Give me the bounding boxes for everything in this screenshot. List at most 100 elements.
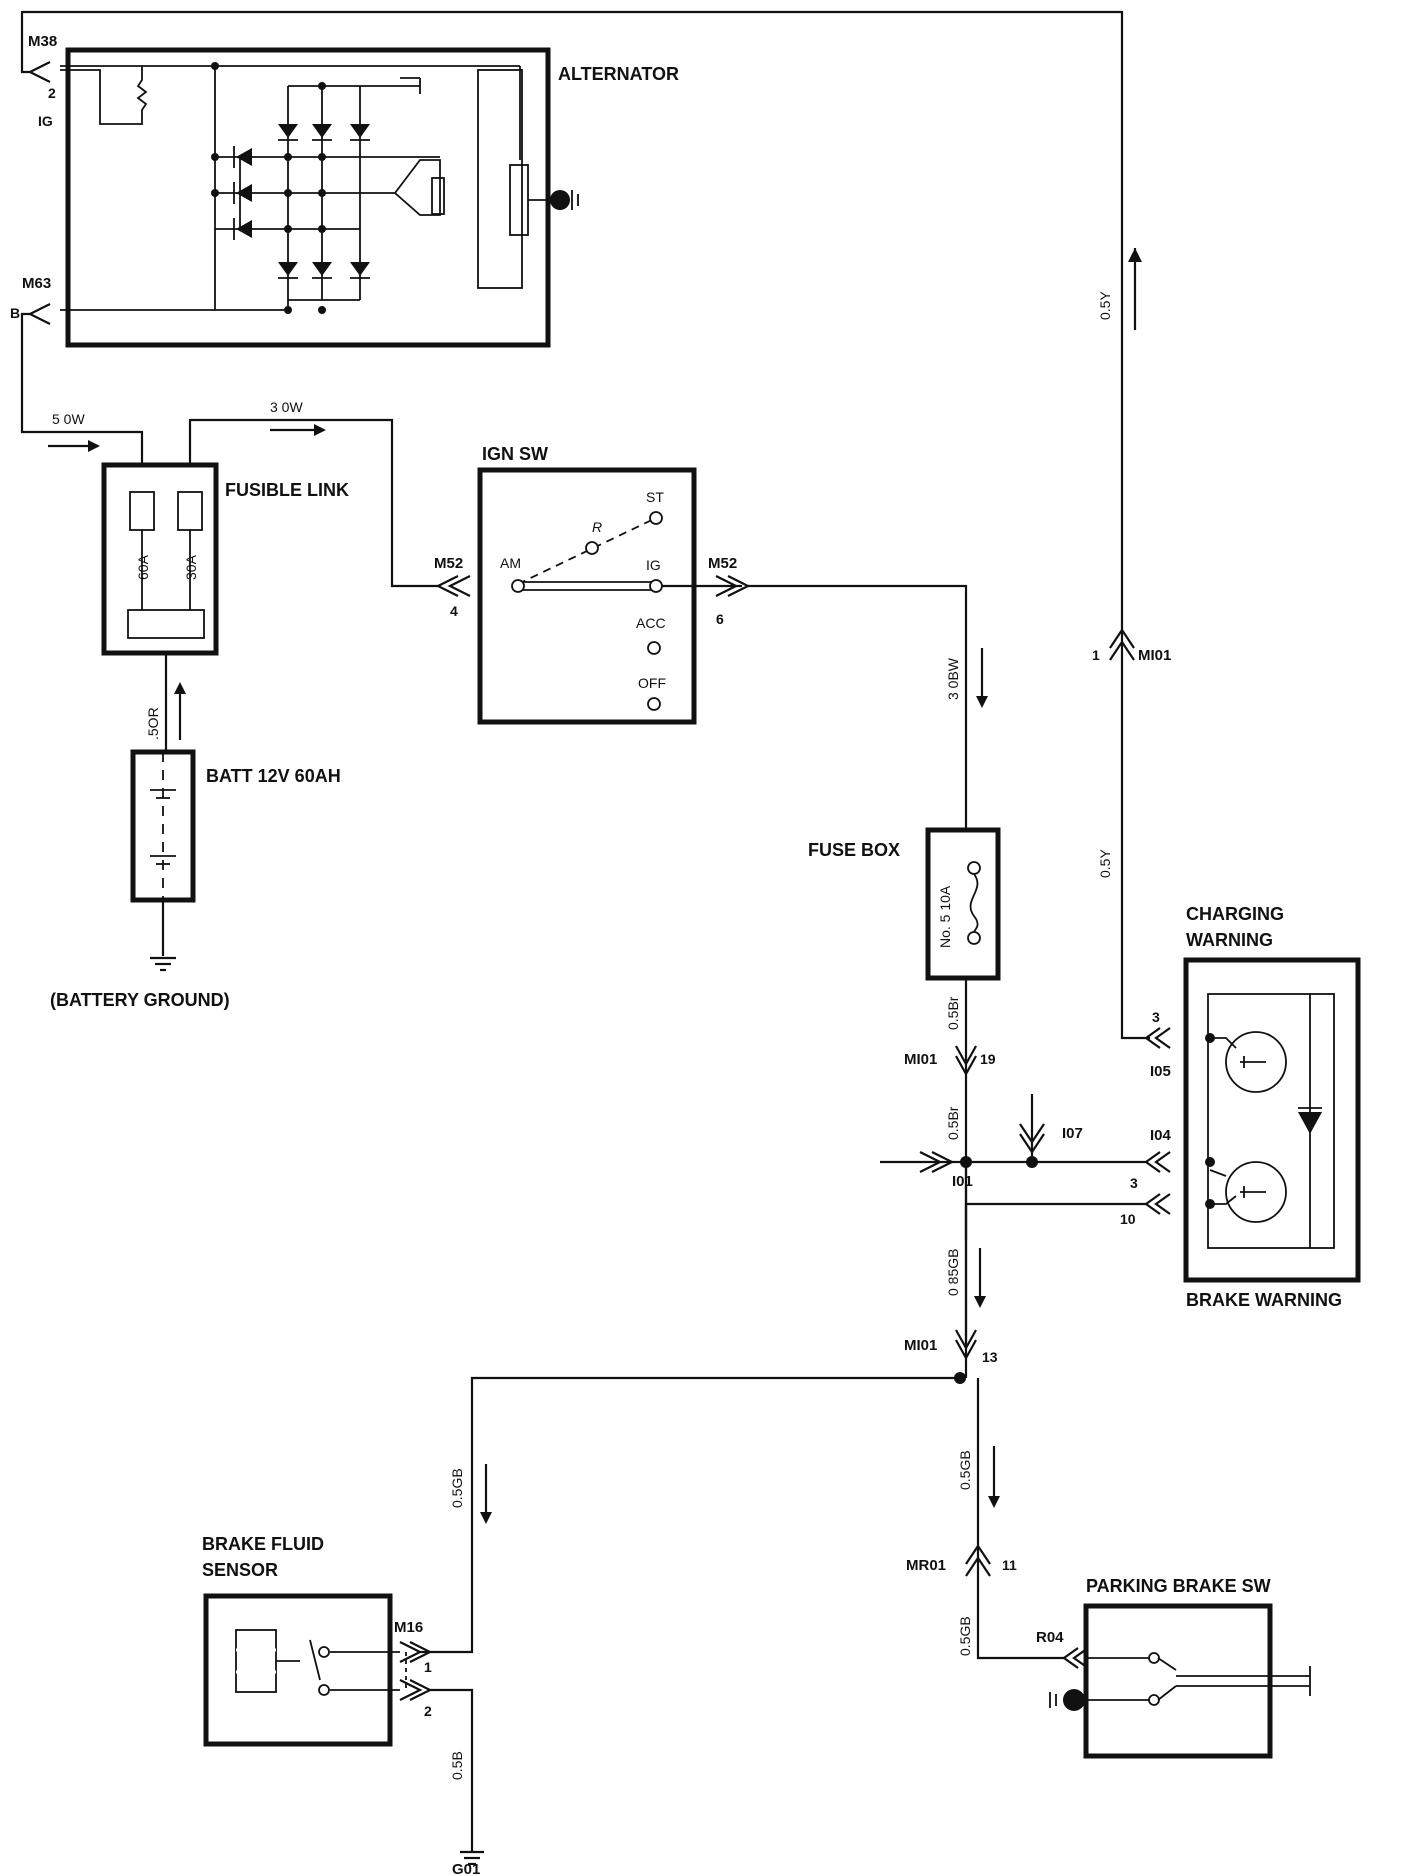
wire-05br-2-label: 0.5Br [945, 1106, 961, 1140]
wire-05br-1-label: 0.5Br [945, 996, 961, 1030]
wire-05y-mid-label: 0.5Y [1097, 849, 1113, 878]
fuse-box: FUSE BOX No. 5 10A [808, 827, 1001, 981]
fusible-link: 60A 30A FUSIBLE LINK [101, 462, 349, 656]
parking-brake-sw: PARKING BRAKE SW R04 [1036, 1576, 1311, 1759]
fuse-60a-label: 60A [135, 554, 151, 580]
wire-05y-top [20, 10, 1124, 640]
m16-pin1-connector-icon [399, 1641, 423, 1663]
brake-warning-label: BRAKE WARNING [1186, 1290, 1342, 1310]
mi01-top-label: MI01 [1138, 647, 1171, 664]
mi01-low-label: MI01 [904, 1337, 937, 1354]
mi01-13-connector-icon [955, 1329, 977, 1351]
ign-sw: IGN SW AM ST R IG ACC OFF [477, 444, 697, 725]
switch-r-label: R [592, 519, 602, 535]
m16-pin1-label: 1 [424, 1659, 432, 1675]
i05-label: I05 [1150, 1063, 1171, 1080]
alternator-label: ALTERNATOR [558, 64, 679, 84]
wire-05y-top-label: 0.5Y [1097, 291, 1113, 320]
wire-05b-label: 0.5B [449, 1751, 465, 1780]
arrow-right-icon [314, 424, 326, 436]
mi01-mid-label: MI01 [904, 1051, 937, 1068]
mi01-mid-pin-label: 19 [980, 1051, 996, 1067]
wire-085gb-label: 0 85GB [945, 1249, 961, 1296]
m38-connector-icon [27, 61, 51, 83]
arrow-right-icon [88, 440, 100, 452]
switch-am-label: AM [500, 555, 521, 571]
i01-connector-icon [919, 1151, 943, 1173]
wire-5or-label: .5OR [145, 707, 161, 740]
switch-ig-label: IG [646, 557, 661, 573]
pin10-label: 10 [1120, 1211, 1136, 1227]
switch-off-label: OFF [638, 675, 666, 691]
wire-3-0w-label: 3 0W [270, 399, 303, 415]
i07-connector-icon [1019, 1123, 1045, 1144]
fusible-link-label: FUSIBLE LINK [225, 480, 349, 500]
m16-pin2-label: 2 [424, 1703, 432, 1719]
wire-3-0w [188, 418, 438, 588]
m52-left-pin-label: 4 [450, 603, 458, 619]
arrow-down-icon [976, 696, 988, 708]
wire-5-0w [20, 312, 144, 465]
fuse-box-label: FUSE BOX [808, 840, 900, 860]
wire-05gb-low-label: 0.5GB [957, 1616, 973, 1656]
m52-right-pin-label: 6 [716, 611, 724, 627]
i05-connector-icon [1144, 1027, 1161, 1049]
mr01-pin-label: 11 [1002, 1557, 1017, 1573]
b-label: B [10, 305, 20, 321]
wire-3-0bw [748, 584, 968, 830]
ground-icon [150, 956, 176, 972]
battery-label: BATT 12V 60AH [206, 766, 341, 786]
r04-connector-icon [1062, 1647, 1079, 1669]
warning-lamp-cluster: CHARGING WARNING BRAKE WARNING [1183, 904, 1361, 1310]
arrow-down-icon [480, 1512, 492, 1524]
arrow-up-icon [1128, 248, 1142, 262]
brake-fluid-sensor: BRAKE FLUID SENSOR [202, 1534, 407, 1747]
m16-pin2-connector-icon [399, 1679, 423, 1701]
m38-pin-label: 2 [48, 85, 56, 101]
alternator: ALTERNATOR [10, 33, 679, 348]
mi01-19-connector-icon [955, 1045, 977, 1067]
mr01-label: MR01 [906, 1557, 946, 1574]
battery-ground-label: (BATTERY GROUND) [50, 990, 230, 1010]
m63-connector-icon [27, 303, 51, 325]
switch-st-label: ST [646, 489, 664, 505]
battery: BATT 12V 60AH [130, 749, 341, 903]
m52-left-label: M52 [434, 555, 463, 572]
i07-label: I07 [1062, 1125, 1083, 1142]
charging-warning-label-1: CHARGING [1186, 904, 1284, 924]
r04-label: R04 [1036, 1629, 1064, 1646]
m52-left-connector-icon [435, 575, 459, 597]
parking-brake-sw-label: PARKING BRAKE SW [1086, 1576, 1271, 1596]
g01-label: G01 [452, 1861, 480, 1876]
i05-pin-label: 3 [1152, 1009, 1160, 1025]
wire-05b [430, 1688, 474, 1852]
wire-05gb-left-label: 0.5GB [449, 1468, 465, 1508]
mi01-low-pin-label: 13 [982, 1349, 998, 1365]
wire-05gb-right-label: 0.5GB [957, 1450, 973, 1490]
wire-05gb-right [976, 1378, 1066, 1660]
m16-label: M16 [394, 1619, 423, 1636]
m63-label: M63 [22, 275, 51, 292]
ground-icon [460, 1850, 484, 1866]
wire-05y-mid [1120, 640, 1150, 1040]
wire-5-0w-label: 5 0W [52, 411, 85, 427]
mr01-connector-icon [965, 1544, 991, 1565]
pin10-connector-icon [1144, 1193, 1161, 1215]
m38-label: M38 [28, 33, 57, 50]
ig-label: IG [38, 113, 53, 129]
wire-05gb-left [420, 1376, 960, 1654]
fuse-no5-label: No. 5 10A [937, 885, 953, 948]
arrow-down-icon [988, 1496, 1000, 1508]
brake-fluid-sensor-label-2: SENSOR [202, 1560, 278, 1580]
fuse-30a-label: 30A [183, 554, 199, 580]
mi01-1-connector-icon [1109, 628, 1135, 649]
arrow-up-icon [174, 682, 186, 694]
ign-sw-label: IGN SW [482, 444, 548, 464]
i04-connector-icon [1144, 1151, 1161, 1173]
m52-right-connector-icon [715, 575, 739, 597]
switch-acc-label: ACC [636, 615, 666, 631]
m52-right-label: M52 [708, 555, 737, 572]
charging-warning-label-2: WARNING [1186, 930, 1273, 950]
arrow-down-icon [974, 1296, 986, 1308]
